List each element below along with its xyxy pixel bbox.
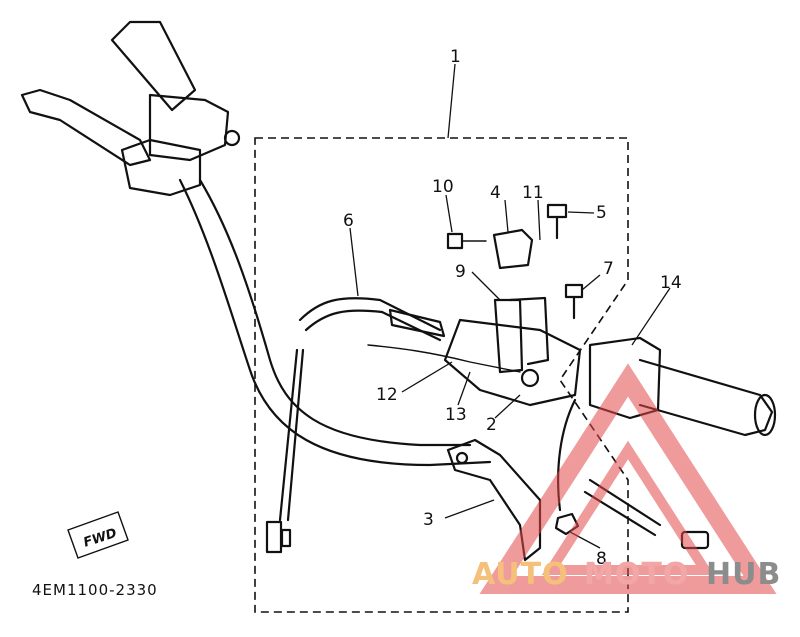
clutch-lever: [446, 438, 542, 562]
callout-9: 9: [455, 262, 466, 282]
watermark-moto: MOTO: [584, 557, 689, 592]
callout-4: 4: [490, 183, 501, 203]
callout-14: 14: [660, 273, 682, 293]
leader-lines: [349, 63, 671, 549]
fwd-marker: FWD: [67, 511, 129, 559]
callout-11: 11: [522, 183, 544, 203]
callout-5: 5: [596, 203, 607, 223]
left-grip: [110, 20, 241, 197]
callout-3: 3: [423, 510, 434, 530]
screw-7: [564, 283, 584, 320]
switch-connector: [265, 520, 292, 554]
svg-text:FWD: FWD: [82, 526, 119, 551]
watermark-auto: AUTO: [472, 557, 569, 592]
callout-6: 6: [343, 211, 354, 231]
bolt-10: [446, 232, 487, 250]
left-lever: [20, 88, 152, 167]
callout-2: 2: [486, 415, 497, 435]
callout-13: 13: [445, 405, 467, 425]
watermark-hub: HUB: [706, 557, 781, 592]
callout-1: 1: [450, 47, 461, 67]
clamp-4: [492, 228, 534, 270]
screw-5: [546, 203, 568, 240]
part-number: 4EM1100-2330: [32, 581, 158, 599]
handlebar-tube: [178, 178, 492, 467]
callout-7: 7: [603, 259, 614, 279]
callout-10: 10: [432, 177, 454, 197]
callout-12: 12: [376, 385, 398, 405]
watermark-logo: [479, 363, 777, 594]
clutch-perch: [443, 296, 582, 407]
callout-8: 8: [596, 549, 607, 569]
switch-lead: [367, 344, 521, 373]
clutch-cable: [278, 297, 446, 522]
